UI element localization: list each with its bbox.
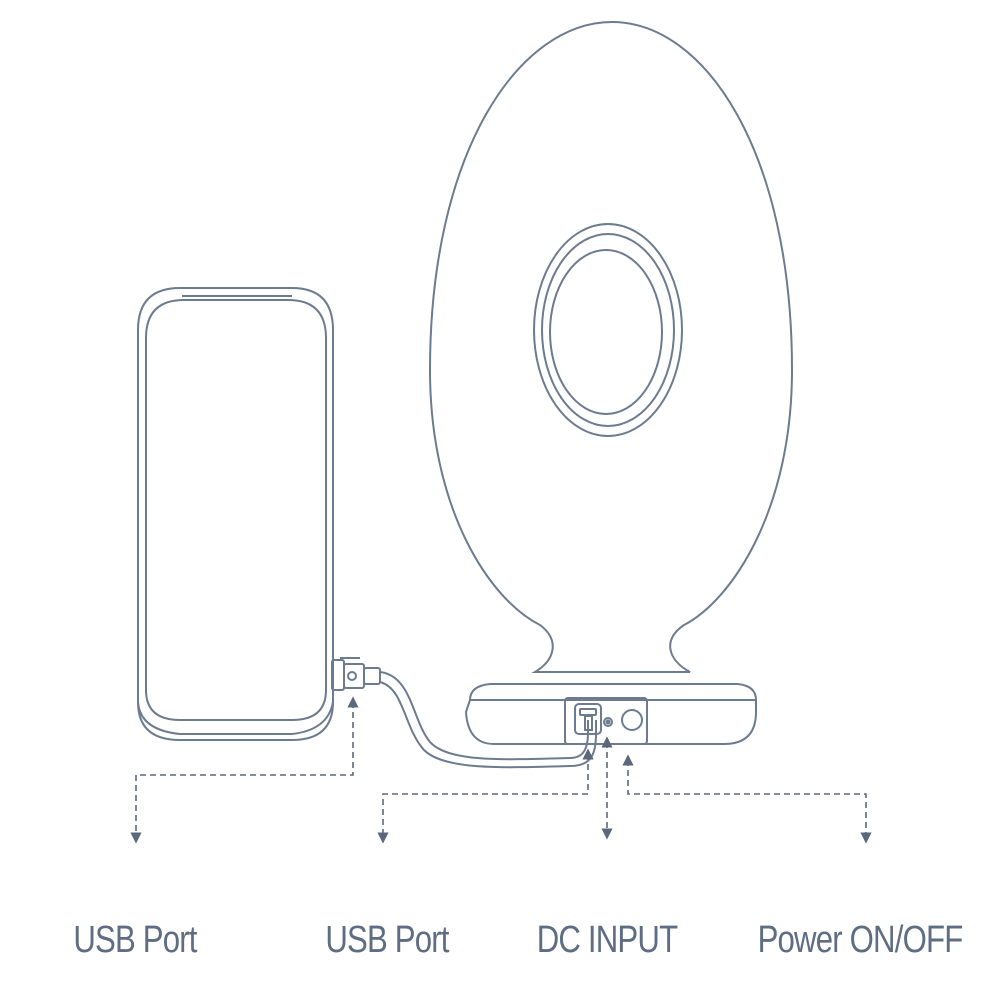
power-bank-usb-plug: [331, 657, 381, 691]
label-dc-input: DC INPUT: [536, 919, 678, 961]
label-power-switch: Power ON/OFF: [757, 919, 964, 961]
label-usb-port-powerbank: USB Port: [73, 919, 197, 961]
port-panel: [564, 697, 648, 745]
leader-lines: [130, 696, 872, 844]
lamp: [428, 20, 794, 673]
lamp-base: [464, 683, 757, 745]
power-bank: [137, 287, 334, 741]
usb-cable: [379, 671, 597, 769]
label-usb-port-lamp: USB Port: [325, 919, 449, 961]
